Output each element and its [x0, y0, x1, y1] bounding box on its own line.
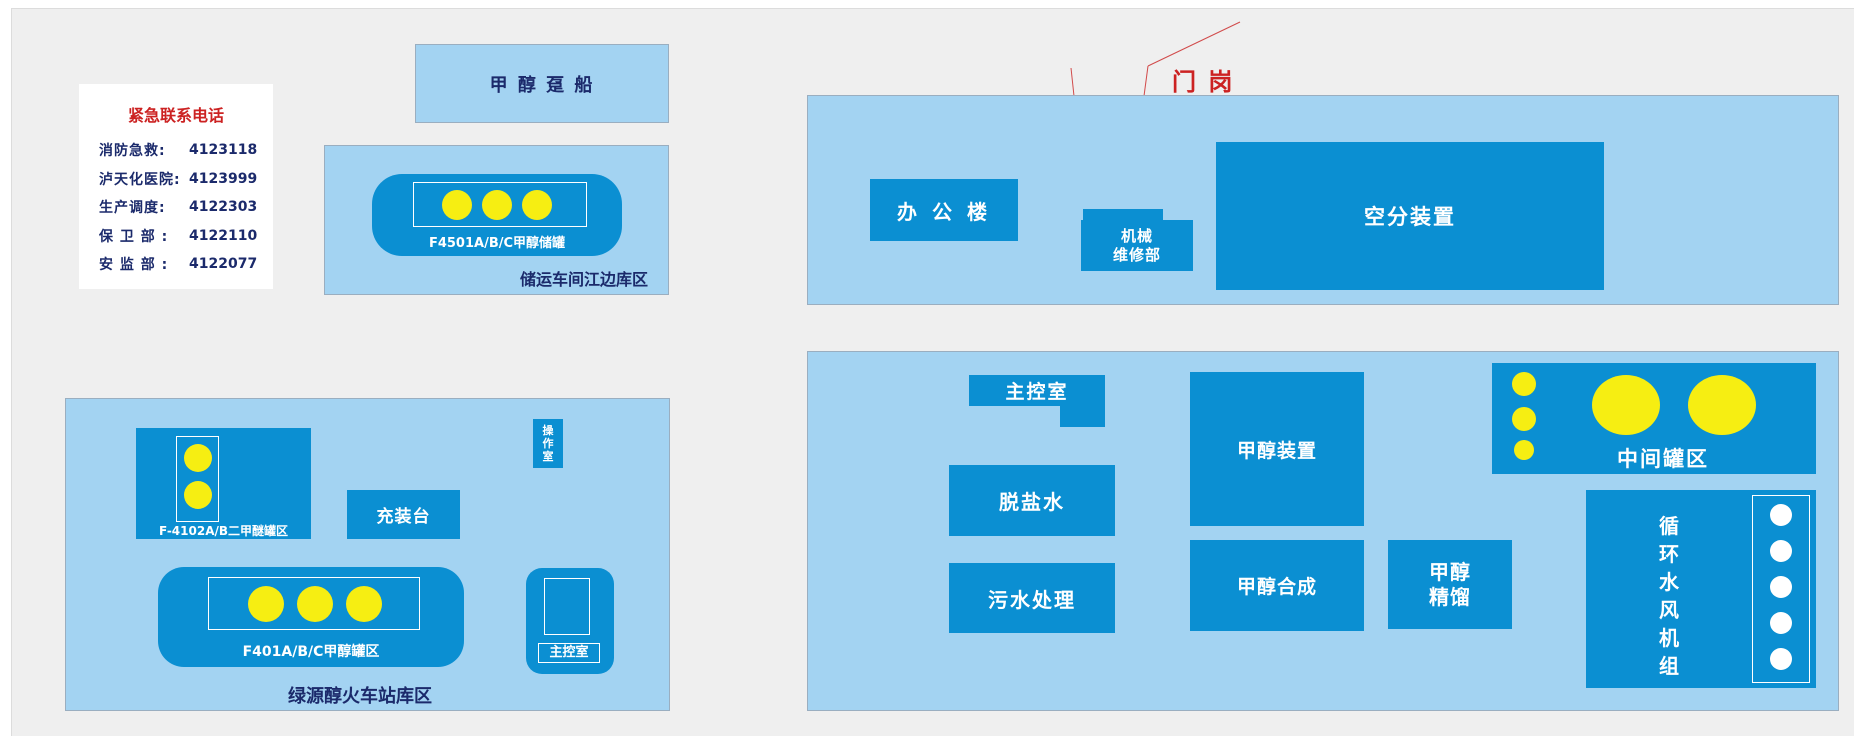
contact-label: 保 卫 部 :	[99, 228, 169, 245]
tank-icon	[184, 481, 212, 509]
office-building-label: 办 公 楼	[897, 199, 991, 224]
tank-icon	[1514, 440, 1534, 460]
riverside-storage-zone: F4501A/B/C甲醇储罐 储运车间江边库区	[324, 145, 669, 295]
mech-repair-building: 机械 维修部	[1081, 220, 1193, 271]
production-zone: 主控室 脱盐水 污水处理 甲醇装置 甲醇合成 甲醇 精馏 中间罐区 循环水风机组	[807, 351, 1839, 711]
contact-row-safety: 安 监 部 : 4122077	[99, 250, 257, 279]
contact-number: 4123999	[189, 170, 258, 187]
gate-line	[1070, 67, 1075, 97]
mech-repair-top	[1083, 209, 1163, 223]
f4501-tank-group: F4501A/B/C甲醇储罐	[372, 174, 622, 256]
contact-number: 4122110	[189, 227, 258, 244]
main-control-room: 主控室	[969, 375, 1105, 406]
tank-icon	[184, 444, 212, 472]
gate-lines	[1070, 21, 1241, 97]
control-room-outline	[544, 578, 590, 635]
contact-label: 生产调度:	[99, 200, 166, 217]
tank-icon	[346, 586, 382, 622]
tank-icon	[248, 586, 284, 622]
emergency-contact-title: 紧急联系电话	[127, 106, 224, 125]
main-control-room-annex	[1060, 402, 1105, 427]
methanol-distillation-label-2: 精馏	[1429, 584, 1471, 609]
railway-storage-zone: F-4102A/B二甲醚罐区 操作室 充装台 F401A/B/C甲醇罐区 主控室…	[65, 398, 670, 711]
fan-icon	[1770, 612, 1792, 634]
main-control-room-label: 主控室	[1005, 381, 1069, 403]
f4102-tank-area: F-4102A/B二甲醚罐区	[136, 428, 311, 539]
gate-line	[1143, 65, 1149, 97]
cooling-fan-label: 循环水风机组	[1659, 514, 1679, 678]
cooling-fan-unit: 循环水风机组	[1586, 490, 1816, 688]
methanol-ship-label: 甲 醇 趸 船	[489, 74, 595, 96]
methanol-unit-label: 甲醇装置	[1236, 439, 1317, 462]
fan-icon	[1770, 504, 1792, 526]
riverside-zone-label: 储运车间江边库区	[519, 270, 648, 289]
emergency-contact-card: 紧急联系电话 消防急救: 4123118 泸天化医院: 4123999 生产调度: 4…	[79, 84, 273, 289]
sewage-treatment-label: 污水处理	[988, 587, 1076, 612]
tank-outline	[413, 182, 587, 227]
contact-number: 4122303	[189, 199, 258, 216]
air-separation-label: 空分装置	[1364, 205, 1456, 229]
tank-icon	[482, 190, 512, 220]
contact-label: 消防急救:	[99, 143, 166, 160]
methanol-distillation: 甲醇 精馏	[1388, 540, 1512, 629]
tank-icon	[442, 190, 472, 220]
methanol-unit: 甲醇装置	[1190, 372, 1364, 526]
gate-label: 门 岗	[1172, 68, 1235, 96]
intermediate-tanks-label: 中间罐区	[1617, 447, 1709, 471]
tank-icon	[1688, 375, 1756, 435]
contact-list: 消防急救:4123118 泸天化医院:4123999 生产调度:4122303 …	[99, 136, 257, 279]
small-control-room-label: 主控室	[538, 643, 600, 663]
operation-room: 操作室	[533, 419, 563, 468]
fan-outline	[1752, 495, 1810, 683]
tank-outline	[176, 436, 219, 522]
contact-row-hospital: 泸天化医院: 4123999	[99, 165, 257, 194]
contact-row-dispatch: 生产调度: 4122303	[99, 193, 257, 222]
fan-icon	[1770, 648, 1792, 670]
filling-station: 充装台	[347, 490, 460, 539]
gate-line	[1147, 21, 1241, 67]
sewage-treatment: 污水处理	[949, 563, 1115, 633]
methanol-synthesis-label: 甲醇合成	[1236, 576, 1317, 598]
f4102-tanks-label: F-4102A/B二甲醚罐区	[158, 524, 289, 538]
tank-icon	[522, 190, 552, 220]
tank-icon	[297, 586, 333, 622]
air-separation-unit: 空分装置	[1216, 142, 1604, 290]
desalted-water-label: 脱盐水	[999, 490, 1065, 514]
methanol-distillation-label-1: 甲醇	[1429, 559, 1471, 584]
contact-number: 4123118	[189, 142, 258, 159]
contact-label: 泸天化医院:	[99, 171, 181, 188]
office-building: 办 公 楼	[870, 179, 1018, 241]
operation-room-label: 操作室	[542, 424, 554, 463]
contact-number: 4122077	[189, 256, 258, 273]
methanol-synthesis: 甲醇合成	[1190, 540, 1364, 631]
tank-icon	[1512, 407, 1536, 431]
tank-outline	[208, 577, 420, 630]
contact-row-security: 保 卫 部 : 4122110	[99, 222, 257, 251]
fan-icon	[1770, 576, 1792, 598]
admin-zone: 办 公 楼 机械 维修部 空分装置	[807, 95, 1839, 305]
f401-tanks-label: F401A/B/C甲醇罐区	[242, 644, 380, 660]
contact-row-fire: 消防急救: 4123118	[99, 136, 257, 165]
f401-tank-group: F401A/B/C甲醇罐区	[158, 567, 464, 667]
mech-repair-label-2: 维修部	[1112, 245, 1161, 264]
mech-repair-label-1: 机械	[1120, 226, 1153, 245]
f4501-tanks-label: F4501A/B/C甲醇储罐	[428, 236, 566, 251]
tank-icon	[1512, 372, 1536, 396]
railway-zone-label: 绿源醇火车站库区	[288, 686, 432, 707]
small-control-room: 主控室	[526, 568, 614, 674]
methanol-ship-zone: 甲 醇 趸 船	[415, 44, 669, 123]
desalted-water: 脱盐水	[949, 465, 1115, 536]
fan-icon	[1770, 540, 1792, 562]
intermediate-tank-area: 中间罐区	[1492, 363, 1816, 474]
contact-label: 安 监 部 :	[99, 257, 169, 274]
tank-icon	[1592, 375, 1660, 435]
filling-station-label: 充装台	[376, 507, 431, 527]
